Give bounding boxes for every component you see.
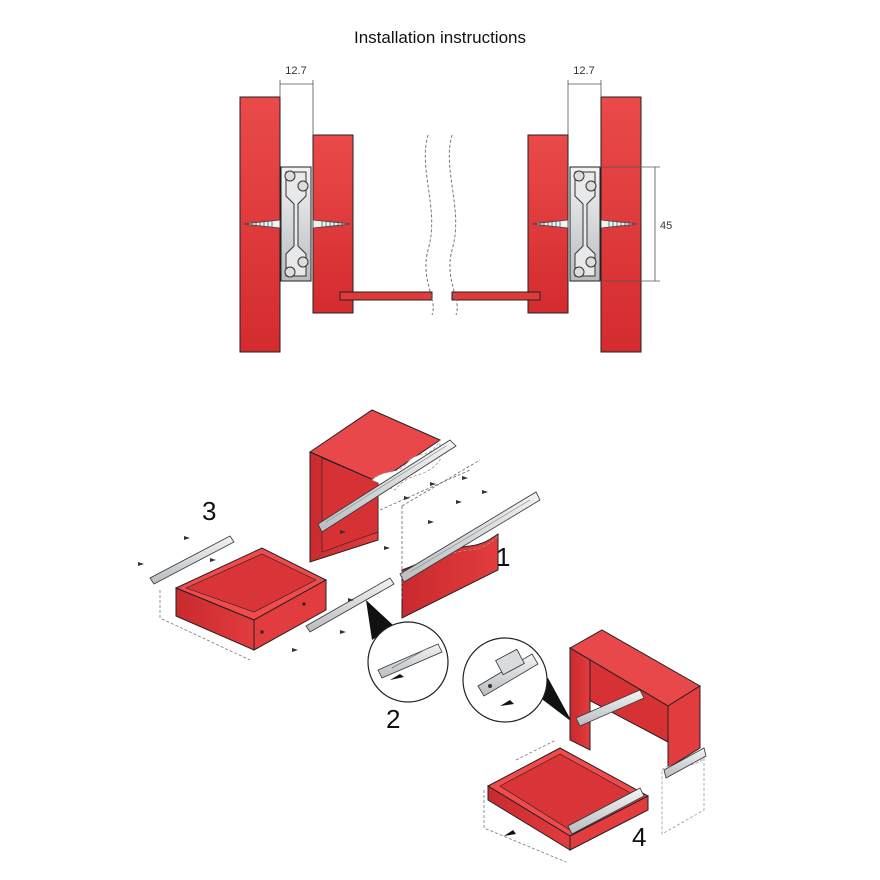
cabinet-rail [399,491,541,583]
screw-icon [243,219,281,229]
step-four-assembly: 4 [462,629,707,863]
page-title: Installation instructions [354,28,526,47]
screw-icon [600,219,638,229]
cabinet-rail [663,747,707,779]
drawer-rail [149,535,235,585]
step-two-detail: 2 [366,600,449,734]
dimension-label: 12.7 [285,65,306,77]
screw-icon [138,536,354,652]
cross-section-view: 12.7 12.7 45 [239,65,672,353]
step-number-3: 3 [202,496,216,526]
left-slide-profile [280,166,312,282]
step-three-drawer: 3 [138,496,395,661]
drawer-side-rail [305,577,395,633]
drawer-bottom-left [339,291,433,301]
dimension-slide-height: 45 [600,166,672,282]
dimension-right-gap: 12.7 [567,65,602,135]
drawer-bottom-right [451,291,541,301]
dimension-left-gap: 12.7 [279,65,314,135]
break-line [424,134,434,316]
screw-icon [340,476,488,550]
dimension-label: 45 [660,220,672,232]
right-slide-profile [569,166,601,282]
break-line [448,134,458,316]
dimension-label: 12.7 [573,65,594,77]
cabinet-rail [575,689,645,727]
step-number-1: 1 [496,542,510,572]
screw-icon [312,219,351,229]
step-one-cabinet: 1 [308,409,541,619]
screw-icon [531,219,569,229]
drawer-rail [567,787,645,835]
cabinet-rail-upper [317,439,457,533]
step-number-4: 4 [632,822,646,852]
step-number-2: 2 [386,704,400,734]
